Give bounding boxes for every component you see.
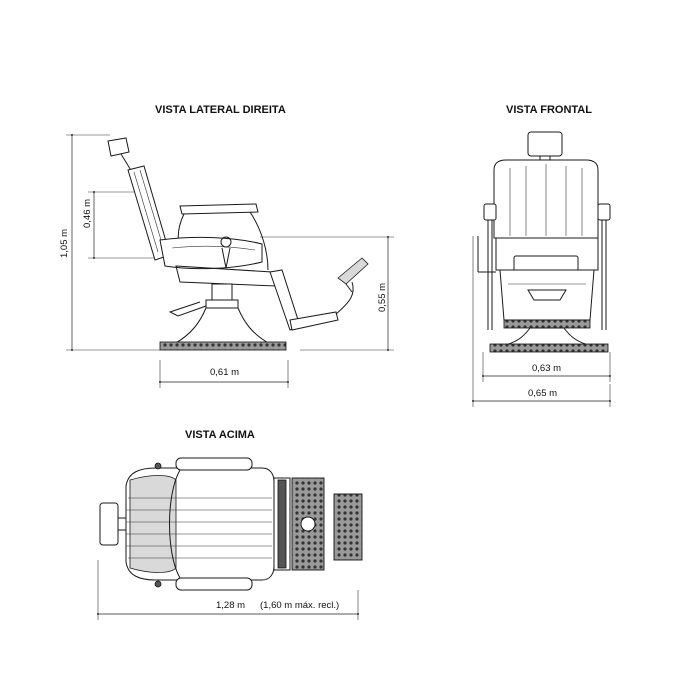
dim-side-total-height: 1,05 m <box>59 134 160 351</box>
dim-top-length: 1,28 m (1,60 m máx. recl.) <box>97 560 359 620</box>
dim-front-inner-width: 0,63 m <box>482 352 611 382</box>
front-chair-illustration <box>477 131 611 353</box>
dim-side-seat-height: 0,55 m <box>260 236 394 351</box>
side-total-height-label: 1,05 m <box>59 229 70 258</box>
side-depth-label: 0,61 m <box>210 367 239 378</box>
dim-front-total-width: 0,65 m <box>472 236 611 407</box>
side-view-title: VISTA LATERAL DIREITA <box>155 104 286 116</box>
front-view-title: VISTA FRONTAL <box>506 104 592 116</box>
front-inner-width-label: 0,63 m <box>532 363 561 374</box>
top-length-reclined-label: (1,60 m máx. recl.) <box>260 600 339 611</box>
front-total-width-label: 0,65 m <box>528 388 557 399</box>
side-seat-height-label: 0,55 m <box>377 283 388 312</box>
top-length-label: 1,28 m <box>216 600 245 611</box>
top-view-title: VISTA ACIMA <box>185 429 255 441</box>
side-chair-illustration <box>107 137 369 351</box>
side-view: VISTA LATERAL DIREITA 1,05 m 0,46 m 0,55… <box>59 104 394 388</box>
front-view: VISTA FRONTAL 0,63 m 0,65 m <box>472 104 611 407</box>
dim-side-backrest: 0,46 m <box>82 191 160 259</box>
top-view: VISTA ACIMA 1,28 m (1,60 m máx. recl.) <box>97 429 363 620</box>
top-chair-illustration <box>99 457 363 591</box>
side-backrest-height-label: 0,46 m <box>82 199 93 228</box>
dim-side-depth: 0,61 m <box>159 360 289 388</box>
